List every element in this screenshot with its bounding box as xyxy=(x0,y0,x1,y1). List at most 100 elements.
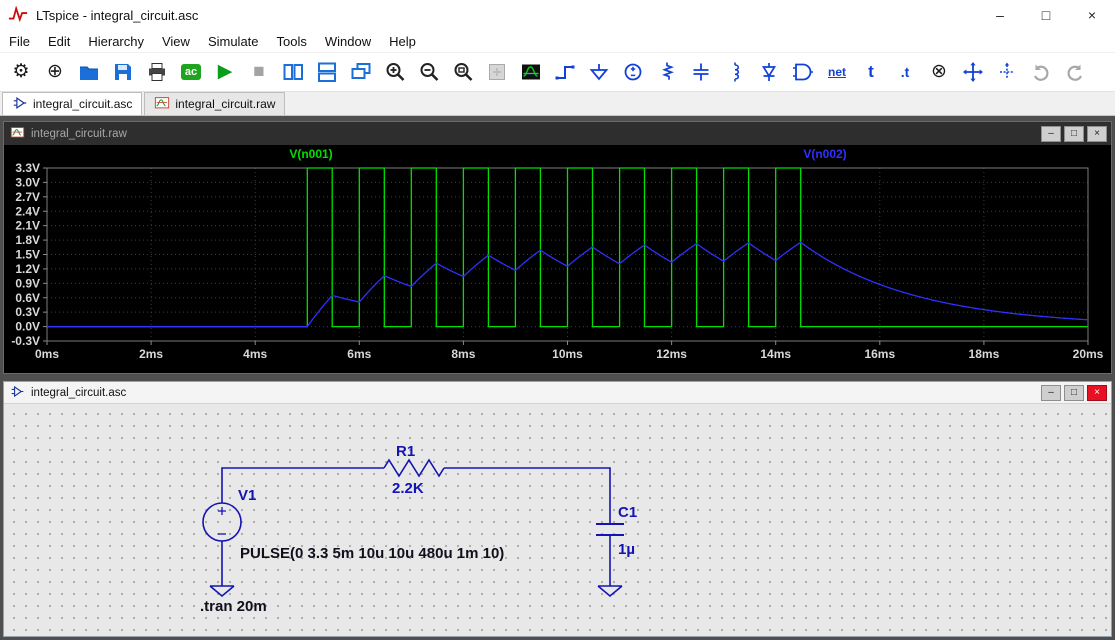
waveform-window: integral_circuit.raw – □ × 0ms 2ms 4ms 6ms 8… xyxy=(3,121,1112,374)
schematic-close-button[interactable]: × xyxy=(1087,385,1107,401)
y-tick-label: -0.3V xyxy=(11,334,40,348)
waveform-window-titlebar[interactable]: integral_circuit.raw – □ × xyxy=(4,122,1111,145)
trace-label-v-n001[interactable]: V(n001) xyxy=(289,147,332,161)
inductor-icon[interactable] xyxy=(724,61,746,83)
y-tick-label: 1.5V xyxy=(15,248,40,262)
component-icon[interactable] xyxy=(792,61,814,83)
x-tick-label: 4ms xyxy=(243,347,267,361)
waveform-window-title: integral_circuit.raw xyxy=(31,128,127,140)
r1-resistor[interactable] xyxy=(384,460,444,476)
voltage-source-icon[interactable] xyxy=(622,61,644,83)
schematic-window-titlebar[interactable]: integral_circuit.asc – □ × xyxy=(4,382,1111,404)
drag-icon[interactable] xyxy=(996,61,1018,83)
tab-integral_circuit.raw[interactable]: integral_circuit.raw xyxy=(144,92,285,115)
menu-simulate[interactable]: Simulate xyxy=(199,34,268,49)
delete-icon[interactable]: ⊗ xyxy=(928,61,950,83)
ac-analysis-icon[interactable]: ac xyxy=(180,61,202,83)
maximize-button[interactable]: □ xyxy=(1023,0,1069,30)
window-title: LTspice - integral_circuit.asc xyxy=(36,8,198,23)
c1-value[interactable]: 1µ xyxy=(618,541,635,558)
halt-icon[interactable]: ■ xyxy=(248,61,270,83)
menu-file[interactable]: File xyxy=(0,34,39,49)
pan-icon[interactable] xyxy=(486,61,508,83)
tile-horizontal-icon[interactable] xyxy=(316,61,338,83)
open-file-icon[interactable] xyxy=(78,61,100,83)
resistor-icon[interactable] xyxy=(656,61,678,83)
schematic-svg: V1 PULSE(0 3.3 5m 10u 10u 480u 1m 10) R1… xyxy=(4,404,1111,636)
tran-directive[interactable]: .tran 20m xyxy=(200,598,267,615)
c1-label[interactable]: C1 xyxy=(618,504,637,521)
x-tick-label: 6ms xyxy=(347,347,371,361)
schematic-window-buttons: – □ × xyxy=(1041,385,1107,401)
schematic-minimize-button[interactable]: – xyxy=(1041,385,1061,401)
minimize-button[interactable]: – xyxy=(977,0,1023,30)
capacitor-icon[interactable] xyxy=(690,61,712,83)
zoom-out-icon[interactable] xyxy=(418,61,440,83)
trace-label-v-n002[interactable]: V(n002) xyxy=(803,147,846,161)
menu-edit[interactable]: Edit xyxy=(39,34,79,49)
diode-icon[interactable] xyxy=(758,61,780,83)
redo-icon[interactable] xyxy=(1064,61,1086,83)
y-tick-label: 2.7V xyxy=(15,190,40,204)
zoom-in-icon[interactable] xyxy=(384,61,406,83)
y-tick-label: 3.0V xyxy=(15,175,40,189)
menu-hierarchy[interactable]: Hierarchy xyxy=(79,34,153,49)
tile-vertical-icon[interactable] xyxy=(282,61,304,83)
v1-voltage-source[interactable] xyxy=(203,503,241,541)
c1-capacitor[interactable] xyxy=(596,524,624,535)
cascade-windows-icon[interactable] xyxy=(350,61,372,83)
x-tick-label: 16ms xyxy=(864,347,895,361)
x-tick-label: 10ms xyxy=(552,347,583,361)
waveform-icon xyxy=(154,95,170,114)
r1-value[interactable]: 2.2K xyxy=(392,480,424,497)
menu-window[interactable]: Window xyxy=(316,34,380,49)
x-tick-label: 12ms xyxy=(656,347,687,361)
x-tick-label: 18ms xyxy=(969,347,1000,361)
waveform-window-icon xyxy=(10,125,25,143)
waveform-minimize-button[interactable]: – xyxy=(1041,126,1061,142)
y-tick-label: 1.8V xyxy=(15,233,40,247)
waveform-close-button[interactable]: × xyxy=(1087,126,1107,142)
run-icon[interactable]: ▶ xyxy=(214,61,236,83)
control-panel-icon[interactable]: ⚙ xyxy=(10,61,32,83)
plot-pane-icon[interactable] xyxy=(520,61,542,83)
waveform-window-buttons: – □ × xyxy=(1041,126,1107,142)
waveform-restore-button[interactable]: □ xyxy=(1064,126,1084,142)
schematic-restore-button[interactable]: □ xyxy=(1064,385,1084,401)
net-label-icon[interactable]: net xyxy=(826,61,848,83)
y-tick-label: 2.1V xyxy=(15,219,40,233)
v1-label[interactable]: V1 xyxy=(238,487,256,504)
save-icon[interactable] xyxy=(112,61,134,83)
move-icon[interactable] xyxy=(962,61,984,83)
spice-directive-icon[interactable]: .t xyxy=(894,61,916,83)
tab-integral_circuit.asc[interactable]: integral_circuit.asc xyxy=(2,92,142,115)
x-tick-label: 0ms xyxy=(35,347,59,361)
plus-terminal-icon xyxy=(218,507,226,515)
v1-value[interactable]: PULSE(0 3.3 5m 10u 10u 480u 1m 10) xyxy=(240,545,504,562)
y-tick-label: 0.3V xyxy=(15,305,40,319)
ground-symbol-c1 xyxy=(598,586,622,596)
y-tick-label: 2.4V xyxy=(15,204,40,218)
y-tick-label: 1.2V xyxy=(15,262,40,276)
x-tick-label: 8ms xyxy=(451,347,475,361)
menu-help[interactable]: Help xyxy=(380,34,425,49)
window-controls: – □ × xyxy=(977,0,1115,30)
x-tick-label: 14ms xyxy=(760,347,791,361)
ground-icon[interactable] xyxy=(588,61,610,83)
text-tool-icon[interactable]: t xyxy=(860,61,882,83)
r1-label[interactable]: R1 xyxy=(396,443,415,460)
x-tick-label: 2ms xyxy=(139,347,163,361)
schematic-canvas[interactable]: V1 PULSE(0 3.3 5m 10u 10u 480u 1m 10) R1… xyxy=(4,404,1111,636)
wire-icon[interactable] xyxy=(554,61,576,83)
menu-view[interactable]: View xyxy=(153,34,199,49)
waveform-svg: 0ms2ms4ms6ms8ms10ms12ms14ms16ms18ms20ms3… xyxy=(4,145,1111,373)
print-icon[interactable] xyxy=(146,61,168,83)
new-schematic-icon[interactable]: ⊕ xyxy=(44,61,66,83)
schematic-window-title: integral_circuit.asc xyxy=(31,387,126,399)
waveform-plot-area[interactable]: 0ms2ms4ms6ms8ms10ms12ms14ms16ms18ms20ms3… xyxy=(4,145,1111,373)
undo-icon[interactable] xyxy=(1030,61,1052,83)
menu-tools[interactable]: Tools xyxy=(268,34,316,49)
zoom-fit-icon[interactable] xyxy=(452,61,474,83)
mdi-area: integral_circuit.raw – □ × 0ms 2ms 4ms 6ms 8… xyxy=(0,116,1115,640)
close-button[interactable]: × xyxy=(1069,0,1115,30)
